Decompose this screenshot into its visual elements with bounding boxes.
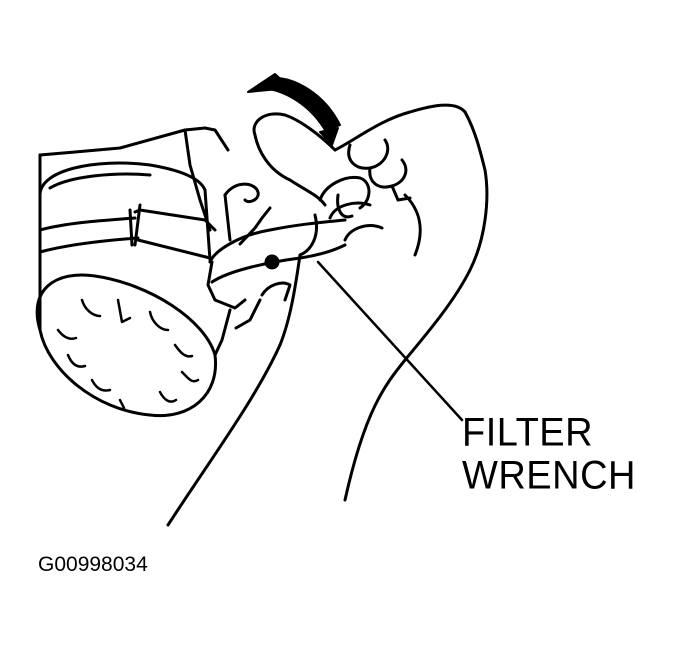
callout-label-line1: FILTER xyxy=(462,410,594,456)
curved-arrow-icon xyxy=(247,73,341,146)
oil-filter xyxy=(35,161,232,418)
callout-label: FILTER WRENCH xyxy=(462,410,636,499)
engine-block xyxy=(38,126,230,232)
callout-leader-line xyxy=(316,260,464,422)
wrench-strap xyxy=(38,203,217,260)
callout-label-line2: WRENCH xyxy=(462,454,636,499)
hand xyxy=(166,103,489,527)
figure-id: G00998034 xyxy=(38,553,148,576)
